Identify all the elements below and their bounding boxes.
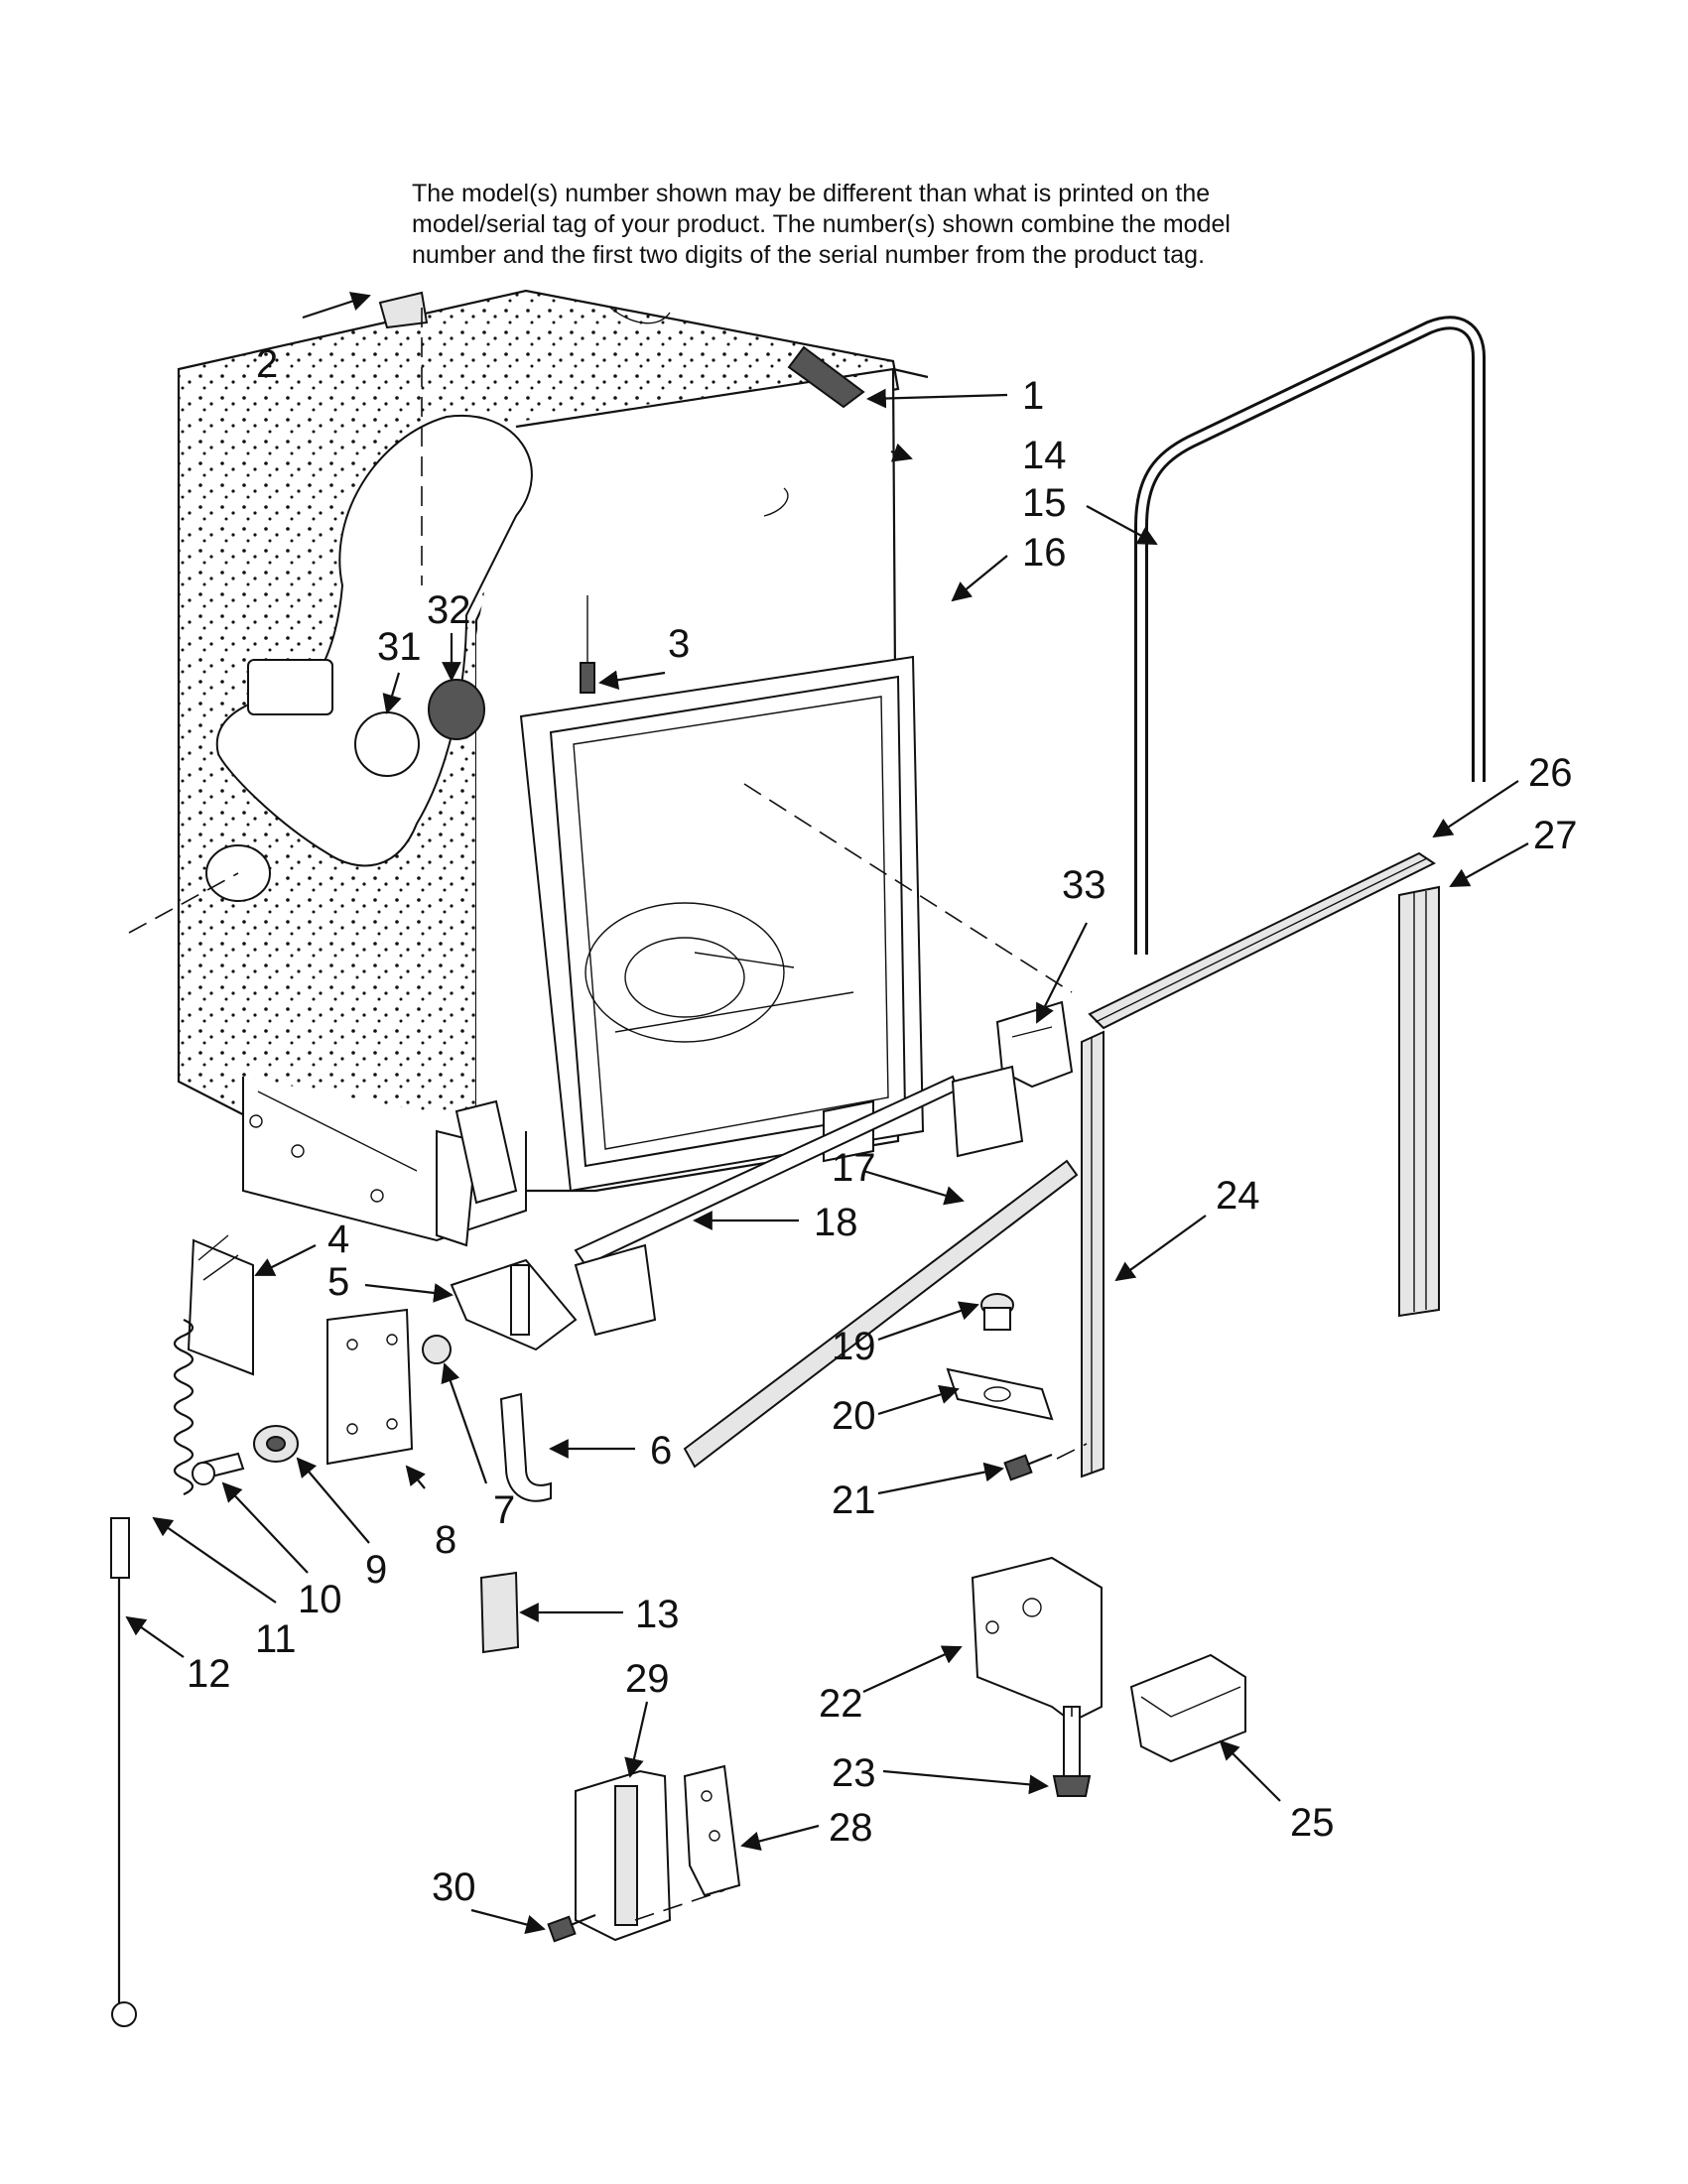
callout-17: 17 [832, 1146, 876, 1190]
notice-line-3: number and the first two digits of the s… [412, 241, 1206, 269]
cover-25 [1129, 1653, 1246, 1763]
callout-16: 16 [1022, 531, 1067, 575]
mounting-plate-8 [326, 1308, 414, 1466]
callout-2: 2 [256, 342, 278, 386]
callout-20: 20 [832, 1394, 876, 1438]
callout-24: 24 [1216, 1174, 1260, 1218]
screw-21 [1003, 1453, 1053, 1481]
callout-21: 21 [832, 1478, 876, 1522]
callout-labels: 1 2 3 4 5 6 7 8 9 10 11 12 13 14 15 16 1… [187, 342, 1578, 1909]
sensor-19 [980, 1293, 1014, 1331]
callout-3: 3 [668, 622, 690, 666]
plate-20 [946, 1367, 1054, 1421]
clip-13 [479, 1571, 520, 1654]
callout-31: 31 [377, 625, 422, 669]
tub-assembly [177, 289, 929, 1247]
callout-1: 1 [1022, 374, 1044, 418]
callout-9: 9 [365, 1548, 387, 1592]
callout-27: 27 [1533, 814, 1578, 857]
callout-15: 15 [1022, 481, 1067, 525]
callout-32: 32 [427, 588, 471, 632]
bushing-7 [422, 1335, 452, 1364]
callout-11: 11 [255, 1617, 297, 1661]
strip-17 [683, 1159, 1079, 1469]
callout-8: 8 [435, 1518, 456, 1562]
vent-grille-32 [428, 679, 485, 740]
model-number-notice: The model(s) number shown may be differe… [412, 179, 1364, 271]
callout-10: 10 [298, 1578, 342, 1621]
leveling-bracket-22 [971, 1556, 1103, 1724]
callout-33: 33 [1062, 863, 1106, 907]
door-spring-11 [173, 1318, 195, 1496]
side-trim-right [1398, 885, 1440, 1318]
callout-5: 5 [327, 1260, 349, 1304]
callout-26: 26 [1528, 751, 1573, 795]
notice-line-1: The model(s) number shown may be differe… [412, 180, 1211, 207]
callout-29: 29 [625, 1657, 670, 1701]
callout-23: 23 [832, 1751, 876, 1795]
callout-13: 13 [635, 1593, 680, 1636]
callout-18: 18 [814, 1201, 858, 1244]
leveling-leg-23 [1052, 1706, 1092, 1797]
grommet-31 [354, 711, 420, 777]
screw-3 [580, 595, 595, 694]
callout-leaders [125, 292, 1529, 1935]
callout-14: 14 [1022, 434, 1067, 477]
callout-22: 22 [819, 1682, 863, 1726]
notice-line-2: model/serial tag of your product. The nu… [412, 210, 1231, 238]
callout-19: 19 [832, 1325, 876, 1368]
tag-1 [787, 345, 865, 409]
blanket-cutout [215, 414, 533, 867]
clip-2 [378, 291, 429, 329]
callout-6: 6 [650, 1429, 672, 1473]
screw-30 [547, 1913, 596, 1943]
callout-12: 12 [187, 1652, 231, 1696]
callout-30: 30 [432, 1865, 476, 1909]
side-trim-left [1081, 1030, 1104, 1478]
callout-4: 4 [327, 1218, 349, 1261]
callout-28: 28 [829, 1806, 873, 1850]
hinge-plate-4 [187, 1238, 254, 1376]
callout-25: 25 [1290, 1801, 1335, 1845]
callout-7: 7 [493, 1488, 515, 1532]
hook-6 [499, 1392, 552, 1502]
